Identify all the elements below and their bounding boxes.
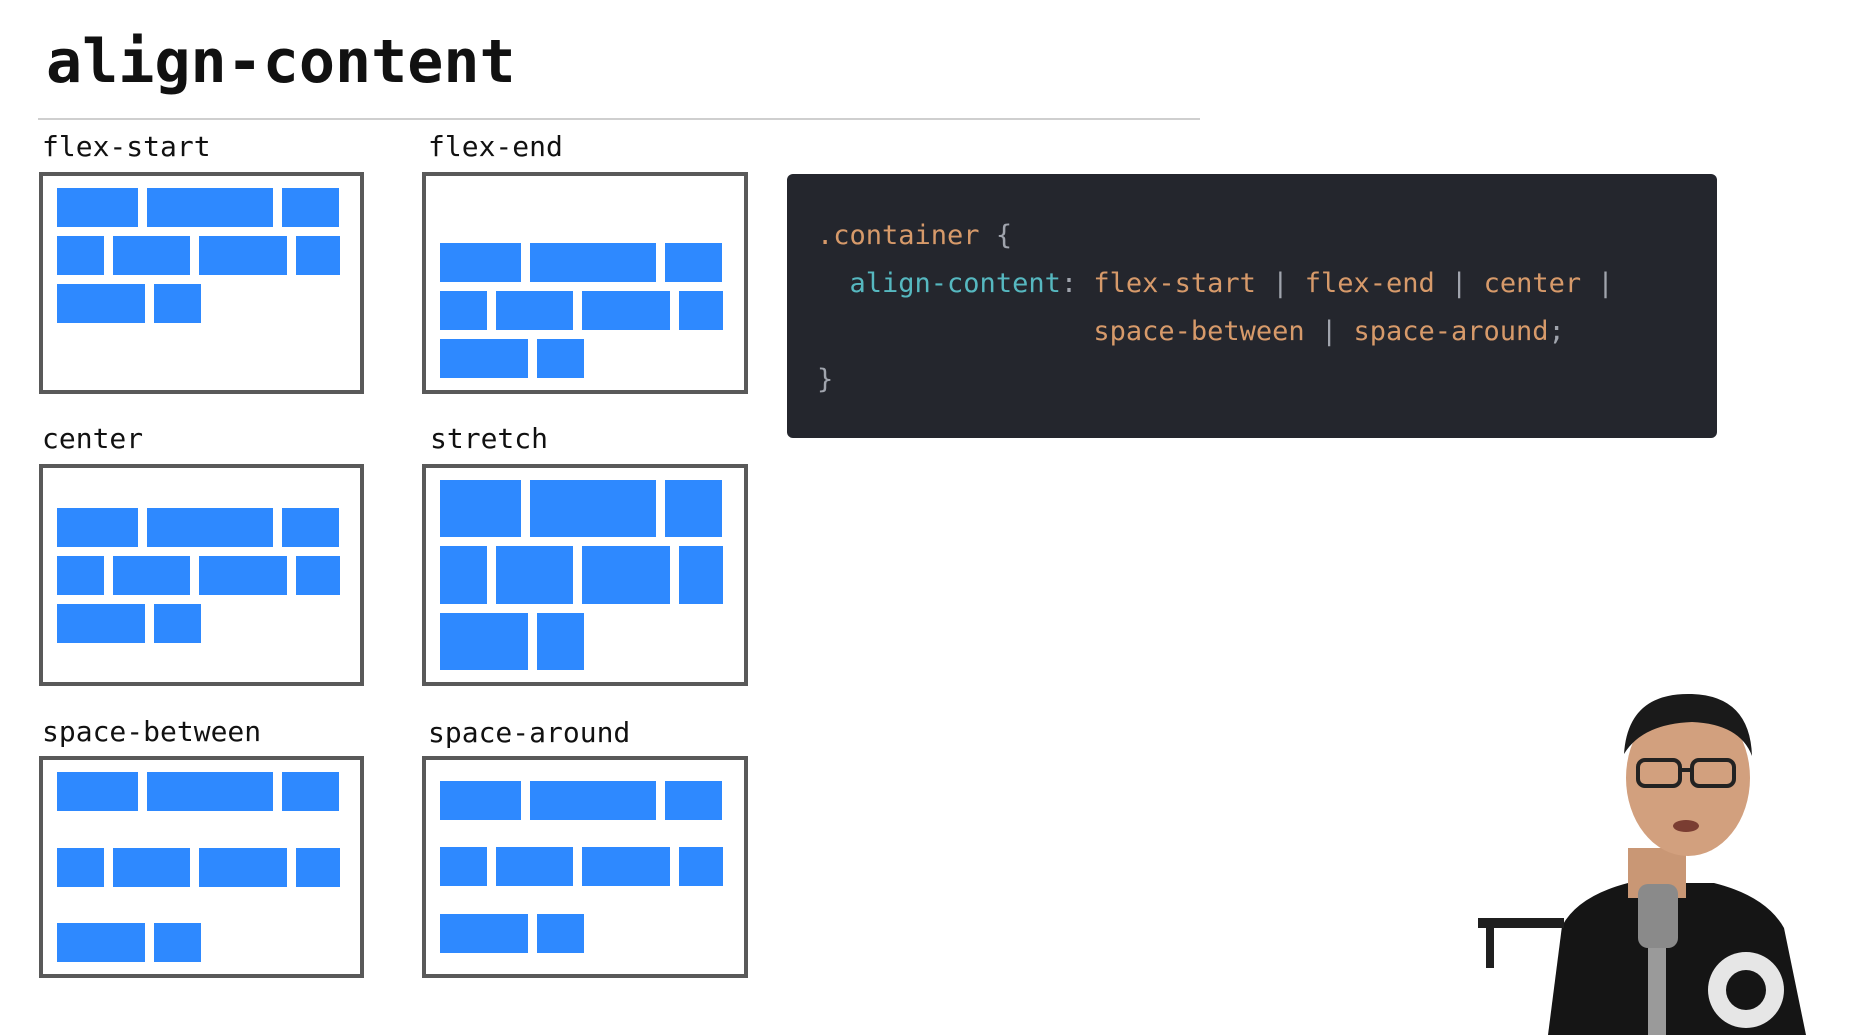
- flex-item: [296, 847, 340, 887]
- flex-item: [679, 291, 723, 330]
- flex-item: [57, 772, 138, 811]
- demo-box-flex-end: [422, 172, 748, 394]
- code-value: flex-end: [1304, 268, 1435, 299]
- flex-item: [440, 847, 487, 887]
- flex-item: [440, 480, 521, 538]
- flex-item: [57, 923, 145, 962]
- demo-label-stretch: stretch: [430, 422, 549, 455]
- presenter-video: [1478, 678, 1874, 1035]
- page-title: align-content: [46, 27, 516, 97]
- code-colon: :: [1060, 268, 1078, 299]
- demo-label-center: center: [42, 422, 144, 455]
- flex-item: [665, 781, 722, 821]
- flex-item: [296, 236, 340, 275]
- flex-item: [57, 236, 104, 275]
- code-property: align-content: [849, 268, 1061, 299]
- flex-item: [113, 555, 190, 595]
- flex-item: [154, 284, 201, 323]
- flex-item: [530, 243, 656, 282]
- flex-item: [440, 339, 528, 378]
- demo-box-center: [39, 464, 364, 686]
- flex-item: [57, 847, 104, 887]
- code-value: space-around: [1353, 316, 1549, 347]
- flex-item: [57, 284, 145, 323]
- code-separator: |: [1451, 268, 1468, 299]
- flex-item: [113, 847, 190, 887]
- title-divider: [38, 118, 1200, 120]
- flex-item: [537, 612, 584, 670]
- demo-box-space-between: [39, 756, 364, 978]
- code-semicolon: ;: [1548, 316, 1565, 347]
- flex-item: [282, 772, 339, 811]
- flex-item: [199, 555, 287, 595]
- code-value: center: [1483, 268, 1582, 299]
- demo-box-flex-start: [39, 172, 364, 394]
- flex-item: [199, 236, 287, 275]
- flex-item: [57, 507, 138, 547]
- demo-label-space-between: space-between: [42, 715, 262, 748]
- flex-item: [147, 772, 273, 811]
- flex-item: [113, 236, 190, 275]
- demo-box-stretch: [422, 464, 748, 686]
- flex-item: [582, 291, 670, 330]
- flex-item: [154, 603, 201, 643]
- flex-item: [679, 546, 723, 604]
- flex-item: [154, 923, 201, 962]
- flex-item: [440, 913, 528, 953]
- code-separator: |: [1597, 268, 1614, 299]
- flex-item: [496, 546, 573, 604]
- flex-item: [57, 188, 138, 227]
- code-open-brace: {: [995, 220, 1013, 251]
- presenter-image: [1478, 693, 1806, 1035]
- flex-item: [496, 847, 573, 887]
- flex-item: [537, 913, 584, 953]
- flex-item: [296, 555, 340, 595]
- flex-item: [147, 507, 273, 547]
- flex-item: [199, 847, 287, 887]
- flex-item: [530, 480, 656, 538]
- demo-label-flex-end: flex-end: [428, 130, 563, 163]
- flex-item: [440, 781, 521, 821]
- flex-item: [582, 546, 670, 604]
- flex-item: [282, 507, 339, 547]
- code-snippet: .container { align-content: flex-start |…: [787, 174, 1717, 438]
- flex-item: [496, 291, 573, 330]
- code-selector: .container: [817, 220, 980, 251]
- code-value: flex-start: [1093, 268, 1256, 299]
- demo-label-space-around: space-around: [428, 716, 631, 749]
- code-value: space-between: [1093, 316, 1305, 347]
- code-separator: |: [1320, 316, 1338, 347]
- demo-label-flex-start: flex-start: [42, 130, 211, 163]
- code-close-brace: }: [817, 364, 834, 395]
- flex-item: [57, 603, 145, 643]
- flex-item: [665, 480, 722, 538]
- flex-item: [537, 339, 584, 378]
- code-separator: |: [1272, 268, 1289, 299]
- flex-item: [440, 291, 487, 330]
- flex-item: [582, 847, 670, 887]
- flex-item: [440, 546, 487, 604]
- demo-box-space-around: [422, 756, 748, 978]
- flex-item: [440, 243, 521, 282]
- flex-item: [147, 188, 273, 227]
- flex-item: [530, 781, 656, 821]
- flex-item: [440, 612, 528, 670]
- flex-item: [282, 188, 339, 227]
- flex-item: [57, 555, 104, 595]
- flex-item: [665, 243, 722, 282]
- flex-item: [679, 847, 723, 887]
